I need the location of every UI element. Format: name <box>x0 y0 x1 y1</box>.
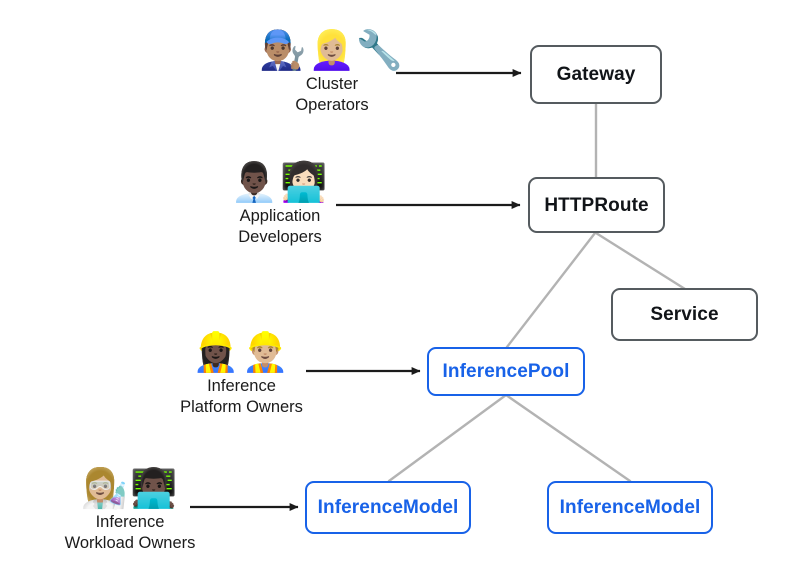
node-httproute-label: HTTPRoute <box>544 194 649 216</box>
inference-workload-owners-icons: 👩🏼‍🔬👨🏿‍💻 <box>80 466 180 510</box>
persona-inference-platform-owners: 👷🏿‍♀️👷🏼‍♂️ Inference Platform Owners <box>164 330 319 418</box>
inference-platform-owners-label: Inference Platform Owners <box>180 377 303 416</box>
node-inferencepool[interactable]: InferencePool <box>427 347 585 396</box>
node-service[interactable]: Service <box>611 288 758 341</box>
inference-platform-owners-icons: 👷🏿‍♀️👷🏼‍♂️ <box>192 330 291 374</box>
application-developers-icons: 👨🏿‍💼👩🏻‍💻 <box>230 160 330 204</box>
node-httproute[interactable]: HTTPRoute <box>528 177 665 233</box>
node-inferencemodel-left-label: InferenceModel <box>317 497 459 518</box>
node-gateway-label: Gateway <box>556 64 636 85</box>
connector-inferencepool-inferencemodel-left <box>387 393 508 483</box>
connector-httproute-service <box>594 231 687 291</box>
persona-inference-workload-owners: 👩🏼‍🔬👨🏿‍💻 Inference Workload Owners <box>50 466 210 554</box>
application-developers-label: Application Developers <box>238 207 322 246</box>
node-service-label: Service <box>650 304 719 325</box>
persona-cluster-operators: 👨🏽‍🔧👱🏼‍♀️‍🔧 Cluster Operators <box>259 28 403 116</box>
node-gateway[interactable]: Gateway <box>530 45 662 104</box>
node-inferencemodel-right[interactable]: InferenceModel <box>547 481 713 534</box>
cluster-operators-label: Cluster Operators <box>295 75 369 114</box>
connector-httproute-inferencepool <box>505 231 597 349</box>
node-inferencepool-label: InferencePool <box>442 361 570 382</box>
node-inferencemodel-right-label: InferenceModel <box>559 497 701 518</box>
persona-application-developers: 👨🏿‍💼👩🏻‍💻 Application Developers <box>210 160 350 248</box>
node-inferencemodel-left[interactable]: InferenceModel <box>305 481 471 534</box>
cluster-operators-icons: 👨🏽‍🔧👱🏼‍♀️‍🔧 <box>259 28 405 72</box>
connector-inferencepool-inferencemodel-right <box>504 393 632 483</box>
inference-workload-owners-label: Inference Workload Owners <box>64 513 196 552</box>
